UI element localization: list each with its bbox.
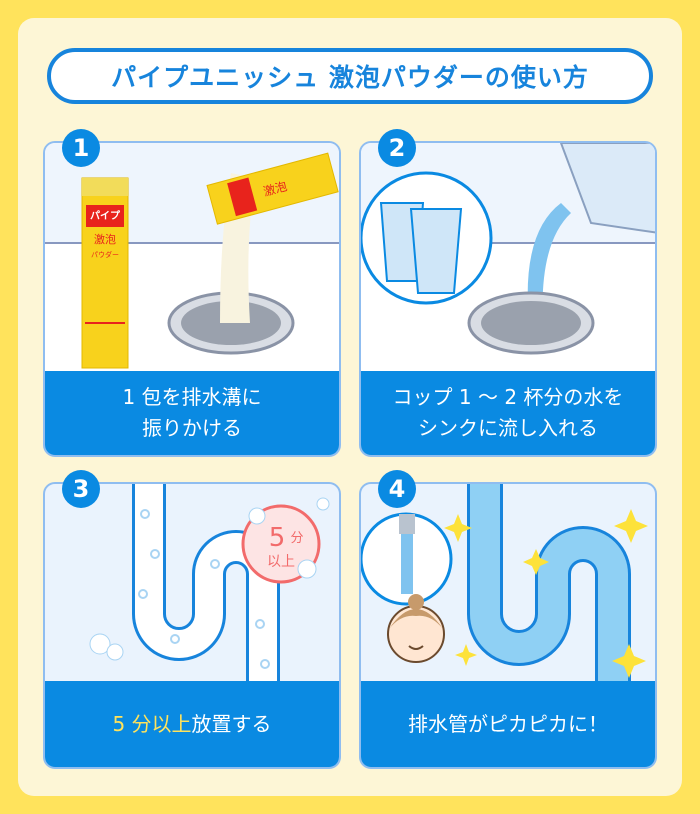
caption-highlight: 5 分以上	[112, 711, 192, 736]
packet-brand: パイプ	[90, 209, 121, 222]
step-2-panel: コップ 1 〜 2 杯分の水を シンクに流し入れる	[359, 141, 657, 457]
svg-text:以上: 以上	[267, 554, 295, 570]
step-number-4: 4	[378, 470, 416, 508]
pitcher-icon	[559, 143, 655, 234]
step-3-panel: 5 分 以上 5 分以上 放置する	[43, 482, 341, 769]
woman-face-icon	[387, 594, 445, 663]
caption-line-1: コップ 1 〜 2 杯分の水を	[392, 385, 624, 409]
clean-pipe-illustration	[361, 484, 648, 684]
svg-text:激泡: 激泡	[262, 179, 289, 199]
step-2-caption: コップ 1 〜 2 杯分の水を シンクに流し入れる	[361, 371, 655, 455]
product-packet-icon: パイプ 激泡 パウダー	[81, 177, 129, 369]
caption-text: 放置する	[191, 711, 272, 736]
sink-powder-illustration: パイプ 激泡 パウダー 激泡	[45, 143, 339, 375]
caption-line-2: シンクに流し入れる	[418, 416, 598, 440]
svg-text:パウダー: パウダー	[91, 250, 119, 259]
step-number-2: 2	[378, 129, 416, 167]
step-1-caption: 1 包を排水溝に 振りかける	[45, 371, 339, 455]
svg-text:激泡: 激泡	[94, 232, 116, 246]
caption-text: 排水管がピカピカに！	[408, 711, 608, 736]
sink-water-illustration	[361, 143, 655, 375]
caption-line-1: 1 包を排水溝に	[122, 385, 262, 409]
timer-badge: 5 分 以上	[241, 497, 330, 584]
product-packet-pouring-icon: 激泡	[206, 152, 339, 225]
page-title: パイプユニッシュ 激泡パウダーの使い方	[47, 48, 653, 104]
sparkle-icon	[444, 509, 648, 678]
step-number-1: 1	[62, 129, 100, 167]
foam-pipe-illustration: 5 分 以上	[89, 484, 330, 684]
svg-text:分: 分	[290, 531, 303, 546]
glass-icon	[409, 208, 463, 294]
step-number-3: 3	[62, 470, 100, 508]
step-4-panel: 排水管がピカピカに！	[359, 482, 657, 769]
step-4-caption: 排水管がピカピカに！	[361, 681, 655, 767]
caption-line-2: 振りかける	[142, 416, 242, 440]
svg-text:5: 5	[269, 523, 286, 553]
step-1-panel: パイプ 激泡 パウダー 激泡 1 包を排水溝に 振りかける	[43, 141, 341, 457]
step-3-caption: 5 分以上 放置する	[45, 681, 339, 767]
